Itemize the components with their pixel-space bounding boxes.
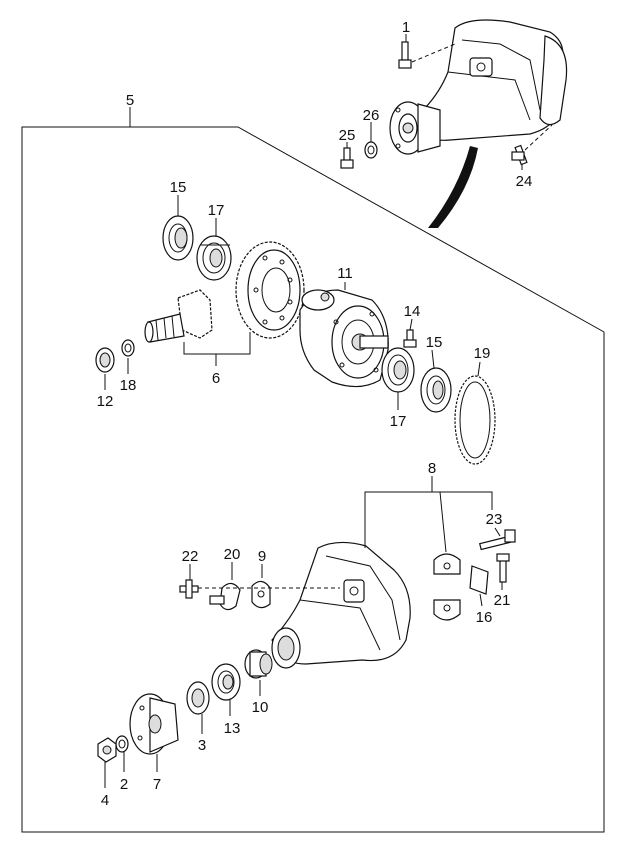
callout-4: 4	[101, 792, 109, 809]
washer-26	[364, 141, 378, 159]
bearing-17-lower	[381, 347, 415, 393]
bearing-cup-15-lower	[420, 367, 452, 413]
callout-19: 19	[474, 345, 491, 362]
callout-8: 8	[428, 460, 436, 477]
spacer-18	[121, 339, 135, 357]
callout-10: 10	[252, 699, 269, 716]
bracket-16	[469, 565, 489, 607]
oil-seal-3	[186, 681, 210, 715]
bolt-21	[496, 553, 510, 583]
callout-7: 7	[153, 776, 161, 793]
callout-15-lower: 15	[426, 334, 443, 351]
spacer-10	[244, 649, 273, 679]
bearing-13	[211, 663, 241, 701]
plate-9	[251, 580, 271, 609]
callout-14: 14	[404, 303, 421, 320]
assembly-outline	[21, 126, 605, 833]
bolt-14	[403, 329, 417, 348]
bearing-cap-bottom	[433, 599, 461, 621]
bolt-22	[179, 579, 199, 599]
drive-pinion	[144, 289, 213, 343]
part-20	[209, 582, 241, 611]
bolt-25	[340, 147, 354, 169]
callout-12: 12	[97, 393, 114, 410]
carrier-housing-lower	[271, 541, 411, 669]
differential-case-11	[299, 289, 389, 388]
callout-16: 16	[476, 609, 493, 626]
callout-25: 25	[339, 127, 356, 144]
callout-labels: 1 5 26 25 24 15 17 11 14 15 19 6 18 12 1…	[97, 19, 533, 809]
callout-3: 3	[198, 737, 206, 754]
callout-11: 11	[337, 265, 353, 282]
callout-15-top: 15	[170, 179, 187, 196]
callout-17-lower: 17	[390, 413, 407, 430]
callout-21: 21	[494, 592, 511, 609]
direction-arrow	[428, 146, 478, 228]
bearing-17-top	[196, 235, 232, 281]
callout-24: 24	[516, 173, 533, 190]
companion-flange-7	[129, 693, 179, 755]
nut-4	[97, 737, 117, 763]
callout-6: 6	[212, 370, 220, 387]
callout-23: 23	[486, 511, 503, 528]
callout-1: 1	[402, 19, 410, 36]
bolt-24	[511, 144, 528, 166]
callout-17-top: 17	[208, 202, 225, 219]
callout-26: 26	[363, 107, 380, 124]
ring-gear	[235, 241, 305, 339]
bolt-23	[478, 529, 516, 551]
carrier-housing-top	[389, 19, 568, 155]
callout-20: 20	[224, 546, 241, 563]
bearing-cap-top	[433, 553, 461, 575]
bearing-12	[95, 347, 115, 373]
callout-5: 5	[126, 92, 134, 109]
tone-ring-19	[454, 375, 496, 465]
bearing-cup-15-top	[162, 215, 194, 261]
callout-13: 13	[224, 720, 241, 737]
callout-18: 18	[120, 377, 137, 394]
washer-2	[115, 735, 129, 753]
callout-2: 2	[120, 776, 128, 793]
bolt-1	[398, 41, 412, 69]
callout-9: 9	[258, 548, 266, 565]
callout-22: 22	[182, 548, 199, 565]
